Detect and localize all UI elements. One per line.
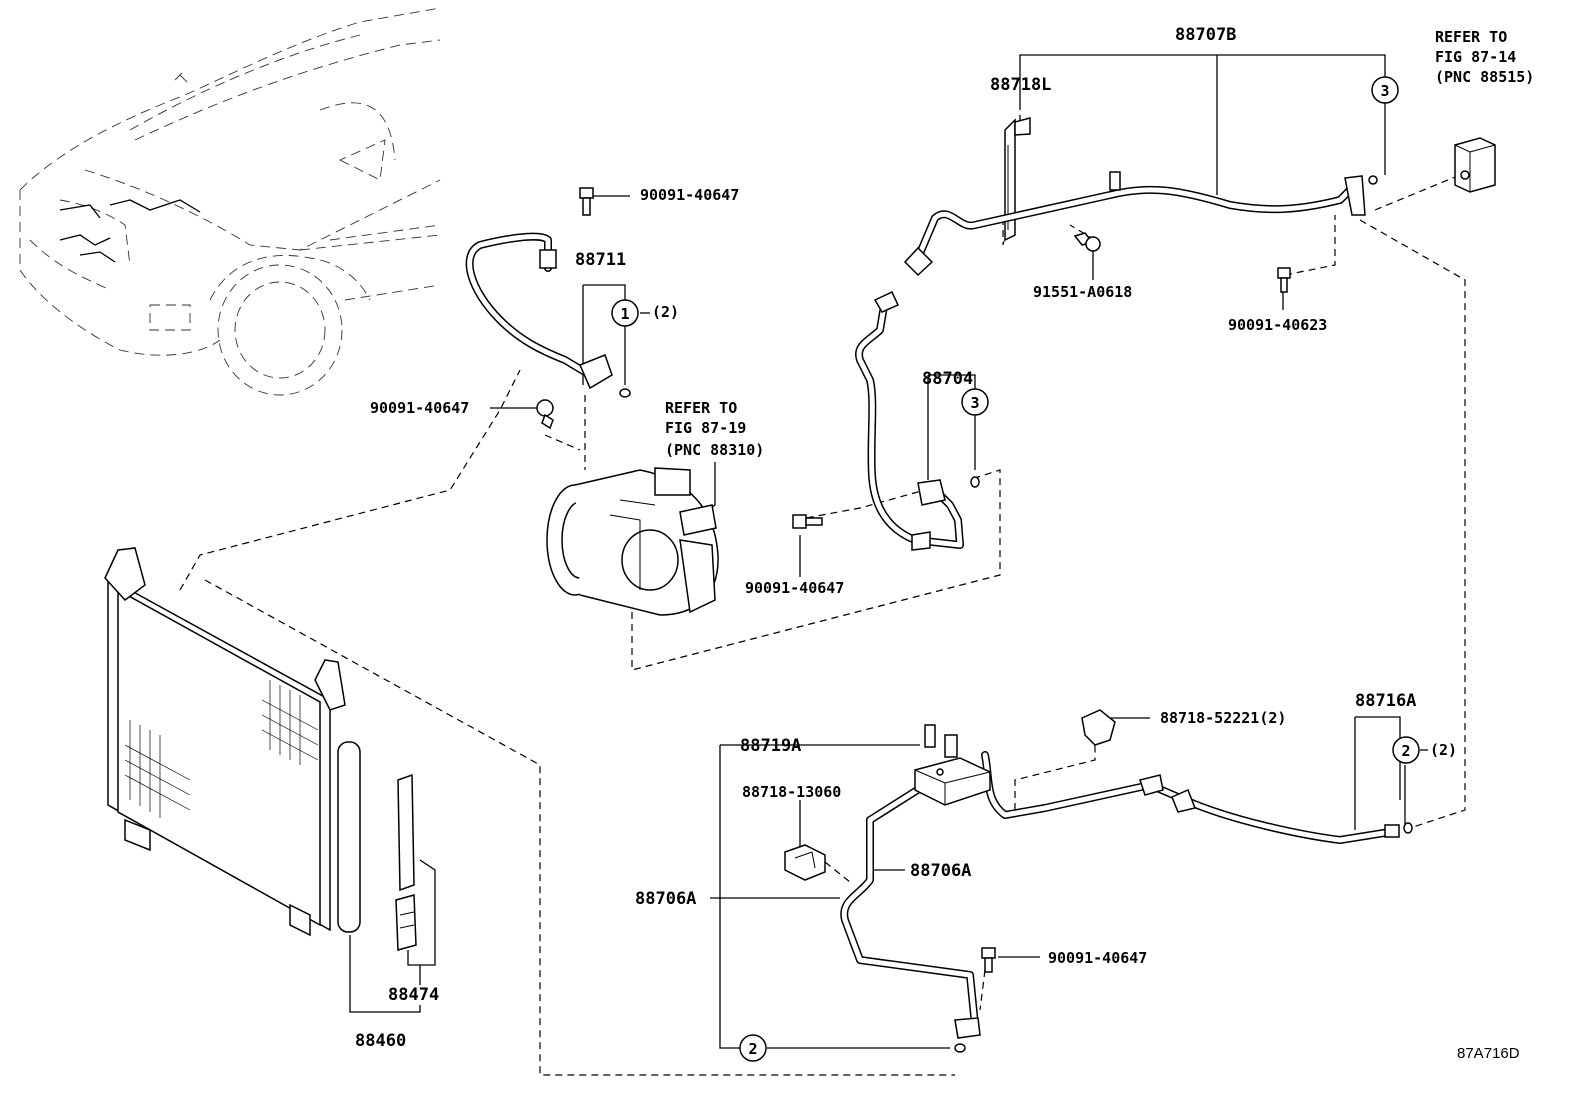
hose-88716A[interactable] bbox=[981, 751, 1413, 844]
figure-code: 87A716D bbox=[1457, 1045, 1520, 1062]
vehicle-outline-illustration bbox=[19, 7, 441, 396]
label-88716A[interactable]: 88716A bbox=[1355, 691, 1416, 711]
svg-text:3: 3 bbox=[1380, 82, 1389, 100]
svg-text:3: 3 bbox=[970, 394, 979, 412]
svg-text:1: 1 bbox=[620, 305, 629, 323]
clamp-88718-52221[interactable] bbox=[1081, 709, 1116, 746]
bolt-90091-40623[interactable] bbox=[1277, 267, 1291, 293]
refer-fig-87-14-line2[interactable]: FIG 87-14 bbox=[1435, 48, 1516, 66]
label-91551-A0618[interactable]: 91551-A0618 bbox=[1033, 283, 1132, 301]
qty-88711: (2) bbox=[652, 303, 679, 321]
label-88706A-right[interactable]: 88706A bbox=[910, 861, 971, 881]
reference-circle-3-lower: 3 bbox=[961, 388, 989, 416]
label-90091-40647-mid[interactable]: 90091-40647 bbox=[745, 579, 844, 597]
label-88460[interactable]: 88460 bbox=[355, 1031, 406, 1051]
label-88718L[interactable]: 88718L bbox=[990, 75, 1051, 95]
reference-circle-1: 1 bbox=[611, 299, 639, 327]
label-88704[interactable]: 88704 bbox=[922, 369, 973, 389]
bolt-90091-40647-mid[interactable] bbox=[792, 514, 823, 529]
reference-circle-3-upper: 3 bbox=[1371, 76, 1399, 104]
assembly-dashed-lines bbox=[179, 174, 1466, 1076]
expansion-valve-reference[interactable] bbox=[1454, 137, 1496, 193]
bolt-91551-A0618[interactable] bbox=[1073, 232, 1101, 252]
desiccant-88474[interactable] bbox=[395, 773, 417, 951]
refer-fig-87-14-line3[interactable]: (PNC 88515) bbox=[1435, 68, 1534, 86]
label-90091-40647-bottom[interactable]: 90091-40647 bbox=[1048, 949, 1147, 967]
svg-text:2: 2 bbox=[1401, 742, 1410, 760]
reference-circle-2-lower: 2 bbox=[739, 1034, 767, 1062]
refer-fig-87-19-line3[interactable]: (PNC 88310) bbox=[665, 441, 764, 459]
bolt-90091-40647-bottom[interactable] bbox=[981, 947, 996, 973]
label-90091-40623[interactable]: 90091-40623 bbox=[1228, 316, 1327, 334]
hose-88704[interactable] bbox=[855, 290, 980, 551]
bolt-90091-40647-left[interactable] bbox=[536, 399, 554, 430]
refer-fig-87-14-line1: REFER TO bbox=[1435, 28, 1507, 46]
label-88711[interactable]: 88711 bbox=[575, 250, 626, 270]
svg-text:2: 2 bbox=[748, 1040, 757, 1058]
vehicle-hood-ac-mark bbox=[59, 199, 201, 263]
condenser-88460[interactable] bbox=[104, 547, 346, 937]
bracket-88718L[interactable] bbox=[1004, 117, 1031, 242]
qty-88716A: (2) bbox=[1430, 741, 1457, 759]
bolt-90091-40647-top[interactable] bbox=[579, 187, 594, 216]
leader-lines bbox=[349, 54, 1428, 1049]
label-88718-52221[interactable]: 88718-52221(2) bbox=[1160, 709, 1286, 727]
label-88707B[interactable]: 88707B bbox=[1175, 25, 1236, 45]
label-88718-13060[interactable]: 88718-13060 bbox=[742, 783, 841, 801]
compressor-reference[interactable] bbox=[546, 467, 719, 616]
clamp-88718-13060[interactable] bbox=[784, 844, 826, 881]
label-88719A[interactable]: 88719A bbox=[740, 736, 801, 756]
label-90091-40647-left[interactable]: 90091-40647 bbox=[370, 399, 469, 417]
reference-circle-2-upper: 2 bbox=[1392, 736, 1420, 764]
hose-88711[interactable] bbox=[465, 232, 631, 398]
pipe-88707B[interactable] bbox=[903, 171, 1378, 277]
pipe-88706A[interactable] bbox=[840, 778, 981, 1053]
block-88719A[interactable] bbox=[914, 724, 991, 806]
label-88706A-left[interactable]: 88706A bbox=[635, 889, 696, 909]
refer-fig-87-19-line2[interactable]: FIG 87-19 bbox=[665, 419, 746, 437]
refer-fig-87-19-line1: REFER TO bbox=[665, 399, 737, 417]
receiver-tank[interactable] bbox=[337, 741, 361, 933]
label-88474[interactable]: 88474 bbox=[388, 985, 439, 1005]
label-90091-40647-top[interactable]: 90091-40647 bbox=[640, 186, 739, 204]
